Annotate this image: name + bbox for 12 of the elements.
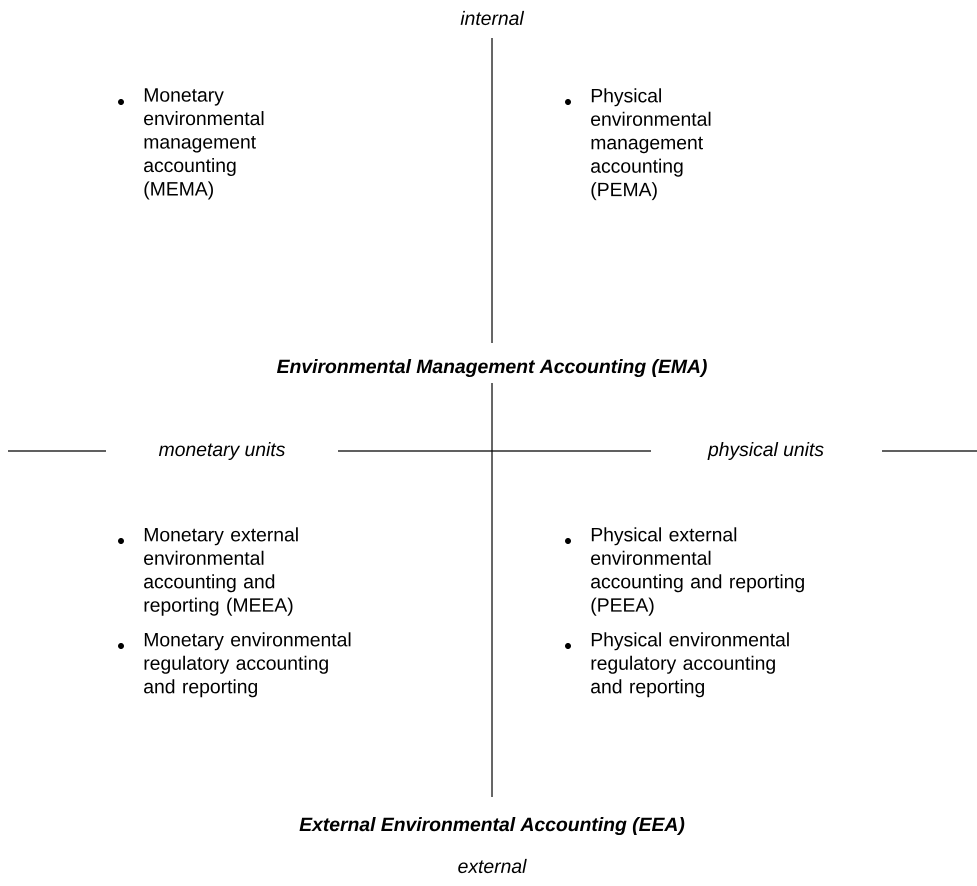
- axis-label: external: [458, 858, 527, 874]
- list-item: Physical external environmental accounting and reporting (PEEA): [591, 527, 804, 616]
- list-item: Monetary external environmental accounting and reporting (MEEA): [144, 527, 298, 616]
- heading: External Environmental Accounting (EEA): [300, 817, 684, 836]
- heading: Environmental Management Accounting (EMA): [276, 359, 707, 378]
- axis-label: internal: [460, 10, 524, 26]
- axis-label: monetary units: [158, 442, 285, 460]
- list-item: Monetary environmental regulatory accounting and reporting: [144, 632, 350, 698]
- list-item: Monetary environmental management accounting (MEMA): [144, 88, 264, 200]
- axis-label: physical units: [708, 442, 824, 460]
- list-item: Physical environmental regulatory accounting and reporting: [591, 632, 789, 698]
- list-item: Physical environmental management accounting (PEMA): [591, 88, 710, 200]
